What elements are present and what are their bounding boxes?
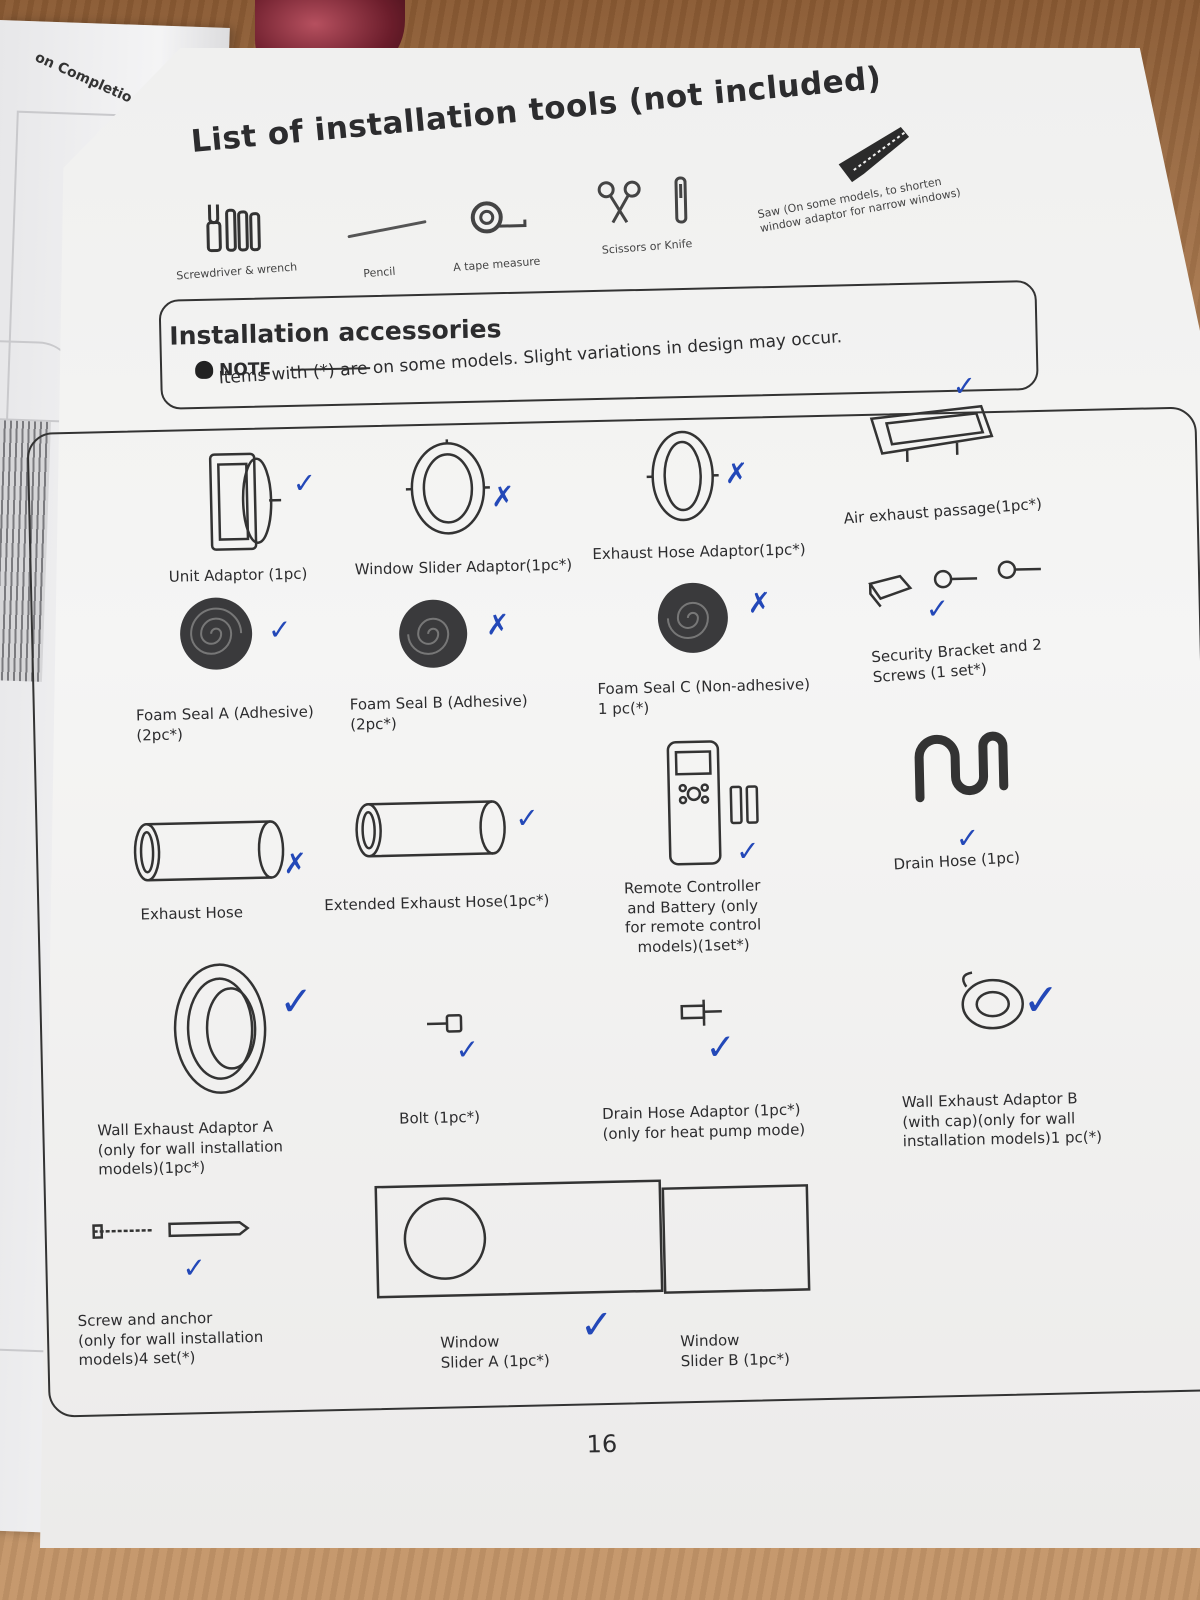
accessory-label: Foam Seal A (Adhesive) (2pc*): [135, 702, 314, 744]
check-mark: ✓: [925, 592, 950, 626]
x-mark: ✗: [490, 479, 515, 514]
drain-hose-icon: [914, 731, 1009, 803]
check-mark: ✓: [455, 1032, 480, 1067]
accessory-label: Screw and anchor (only for wall installa…: [77, 1308, 264, 1369]
check-mark: ✓: [955, 821, 980, 855]
accessory-label: Foam Seal B (Adhesive) (2pc*): [349, 691, 528, 734]
tool-label-scissors-knife: Scissors or Knife: [601, 237, 693, 257]
security-bracket-screws-icon: [868, 560, 1041, 608]
accessory-label: Window Slider B (1pc*): [680, 1330, 791, 1370]
foam-seal-a-icon: [180, 597, 253, 670]
drain-hose-adaptor-icon: [680, 999, 722, 1026]
check-mark: ✓: [182, 1251, 207, 1285]
check-mark: ✓: [952, 369, 977, 403]
screw-and-anchor-icon: [92, 1221, 250, 1239]
tool-label-pencil: Pencil: [362, 264, 396, 281]
accessory-label: Remote Controller and Battery (only for …: [623, 876, 762, 956]
wall-exhaust-adaptor-a-icon: [173, 963, 267, 1094]
manual-page: [40, 48, 1200, 1548]
exhaust-hose-adaptor-icon: [646, 430, 719, 522]
page-title: List of installation tools (not included…: [189, 60, 883, 160]
tool-label-tape-measure: A tape measure: [452, 254, 541, 275]
x-mark: ✗: [485, 608, 510, 642]
wall-exhaust-adaptor-b-icon: [961, 971, 1024, 1030]
air-exhaust-passage-icon: [869, 404, 994, 462]
window-slider-adaptor-icon: [405, 439, 490, 535]
accessory-label: Wall Exhaust Adaptor B (with cap)(only f…: [901, 1089, 1103, 1151]
check-mark: ✓: [705, 1026, 737, 1069]
tape-measure-icon: [470, 201, 527, 234]
tool-label-screwdriver: Screwdriver & wrench: [175, 260, 298, 283]
extended-exhaust-hose-icon: [355, 800, 506, 858]
accessory-label: Exhaust Hose: [140, 903, 244, 924]
page-number: 16: [586, 1429, 618, 1459]
remote-controller-icon: [666, 740, 759, 866]
foam-seal-c-icon: [657, 582, 728, 653]
foam-seal-b-icon: [399, 599, 468, 668]
accessory-label: Foam Seal C (Non-adhesive) 1 pc(*): [597, 675, 811, 718]
screwdriver-wrench-icon: [206, 204, 261, 253]
window-slider-a-icon: [374, 1179, 664, 1299]
bulb-icon: [194, 360, 214, 380]
accessory-label: Unit Adaptor (1pc): [168, 564, 308, 586]
x-mark: ✗: [747, 586, 772, 620]
accessory-label: Bolt (1pc*): [398, 1107, 481, 1128]
saw-icon: [838, 127, 910, 183]
pencil-icon: [347, 220, 427, 239]
exhaust-hose-icon: [133, 820, 285, 882]
check-mark: ✓: [278, 978, 314, 1026]
scissors-knife-icon: [597, 176, 688, 224]
check-mark: ✓: [735, 834, 761, 868]
x-mark: ✗: [282, 846, 308, 881]
check-mark: ✓: [292, 466, 317, 500]
bolt-icon: [427, 1014, 463, 1033]
check-mark: ✓: [579, 1301, 614, 1349]
check-mark: ✓: [515, 801, 540, 835]
accessory-label: Drain Hose Adaptor (1pc*) (only for heat…: [601, 1100, 806, 1143]
accessory-label: Window Slider A (1pc*): [440, 1332, 550, 1372]
x-mark: ✗: [724, 456, 749, 491]
check-mark: ✓: [267, 612, 292, 647]
window-slider-b-icon: [661, 1184, 811, 1294]
unit-adaptor-icon: [208, 452, 282, 551]
check-mark: ✓: [1022, 974, 1061, 1027]
accessory-label: Wall Exhaust Adaptor A (only for wall in…: [97, 1117, 284, 1179]
